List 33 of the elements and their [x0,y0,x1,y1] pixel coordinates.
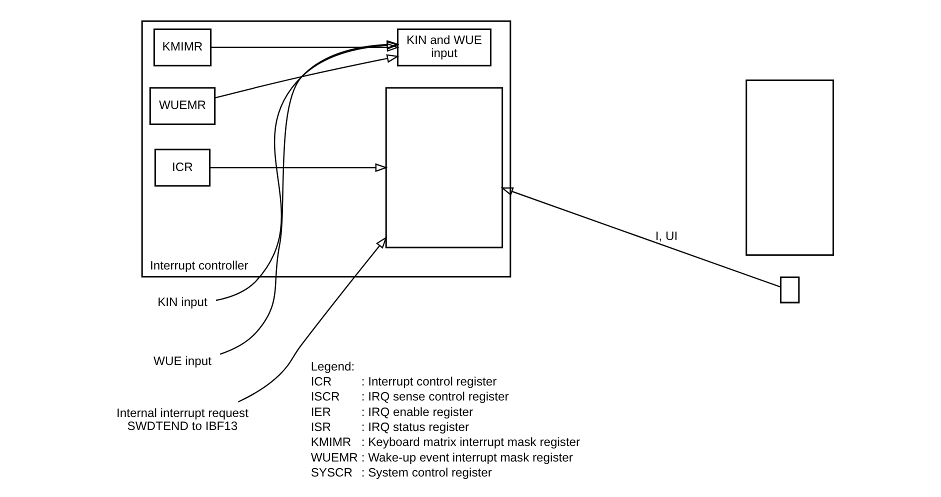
label: ISR [310,419,331,434]
node-box: KIN and WUE input [396,28,491,66]
label: KMIMR [310,434,351,449]
label: : System control register [360,464,492,479]
label: : Keyboard matrix interrupt mask register [360,434,580,449]
label: ICR [310,374,332,388]
node-text: Internal interrupt request SWDTEND to IBF13 [116,405,248,432]
node-box: WUEMR [148,86,216,124]
label: Legend: [310,358,354,373]
node-box [745,78,834,256]
label: : IRQ enable register [360,404,473,418]
edge-label: I, UI [654,228,678,243]
label: WUEMR [310,450,358,464]
label: IER [310,404,331,418]
label: : IRQ status register [360,419,469,434]
arrow [219,40,399,354]
node-box [384,86,503,248]
label: SYSCR [310,464,352,479]
label: ISCR [310,389,340,404]
arrow [215,40,399,300]
node-box [779,276,800,303]
node-text: WUE input [153,353,211,368]
node-box: ICR [154,148,210,186]
label: : Interrupt control register [360,374,496,388]
label: : IRQ sense control register [360,389,508,404]
arrow [210,42,399,52]
arrow [500,186,780,288]
node-text: KIN input [157,294,207,309]
node-box: KMIMR [152,28,212,66]
arrow [214,54,399,98]
label: : Wake-up event interrupt mask register [360,450,572,464]
arrow [238,236,387,402]
arrow [209,162,388,172]
